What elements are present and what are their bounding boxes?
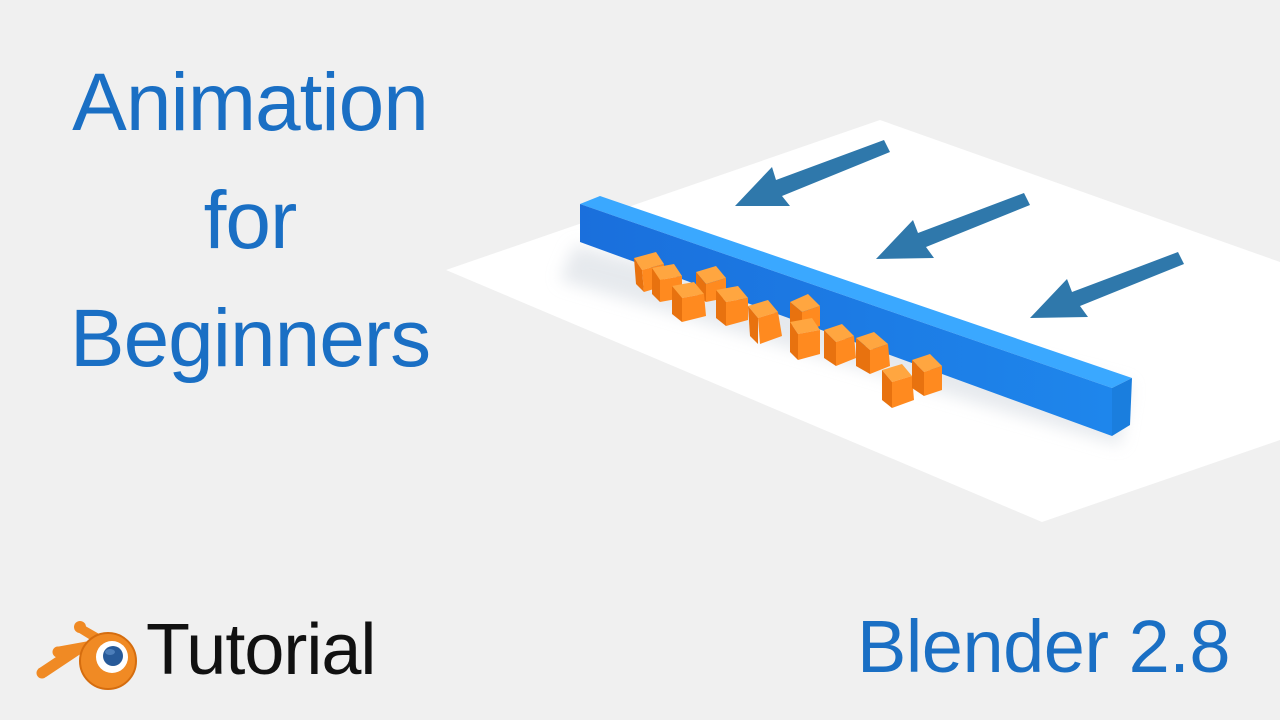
- version-label: Blender 2.8: [857, 605, 1231, 688]
- orange-cubes: [634, 252, 942, 408]
- title-line-1: Animation: [72, 57, 429, 148]
- title-line-3: Beginners: [69, 293, 431, 384]
- tutorial-badge: Tutorial: [30, 600, 376, 700]
- blue-pusher-bar: [580, 196, 1132, 436]
- blender-logo-icon: [36, 621, 137, 690]
- arrow-icon: [876, 193, 1030, 259]
- title-line-2: for: [203, 175, 298, 266]
- tutorial-label: Tutorial: [146, 610, 376, 690]
- arrow-icon: [1030, 252, 1184, 318]
- arrow-icon: [735, 140, 890, 206]
- page-title: Animation for Beginners: [30, 44, 470, 398]
